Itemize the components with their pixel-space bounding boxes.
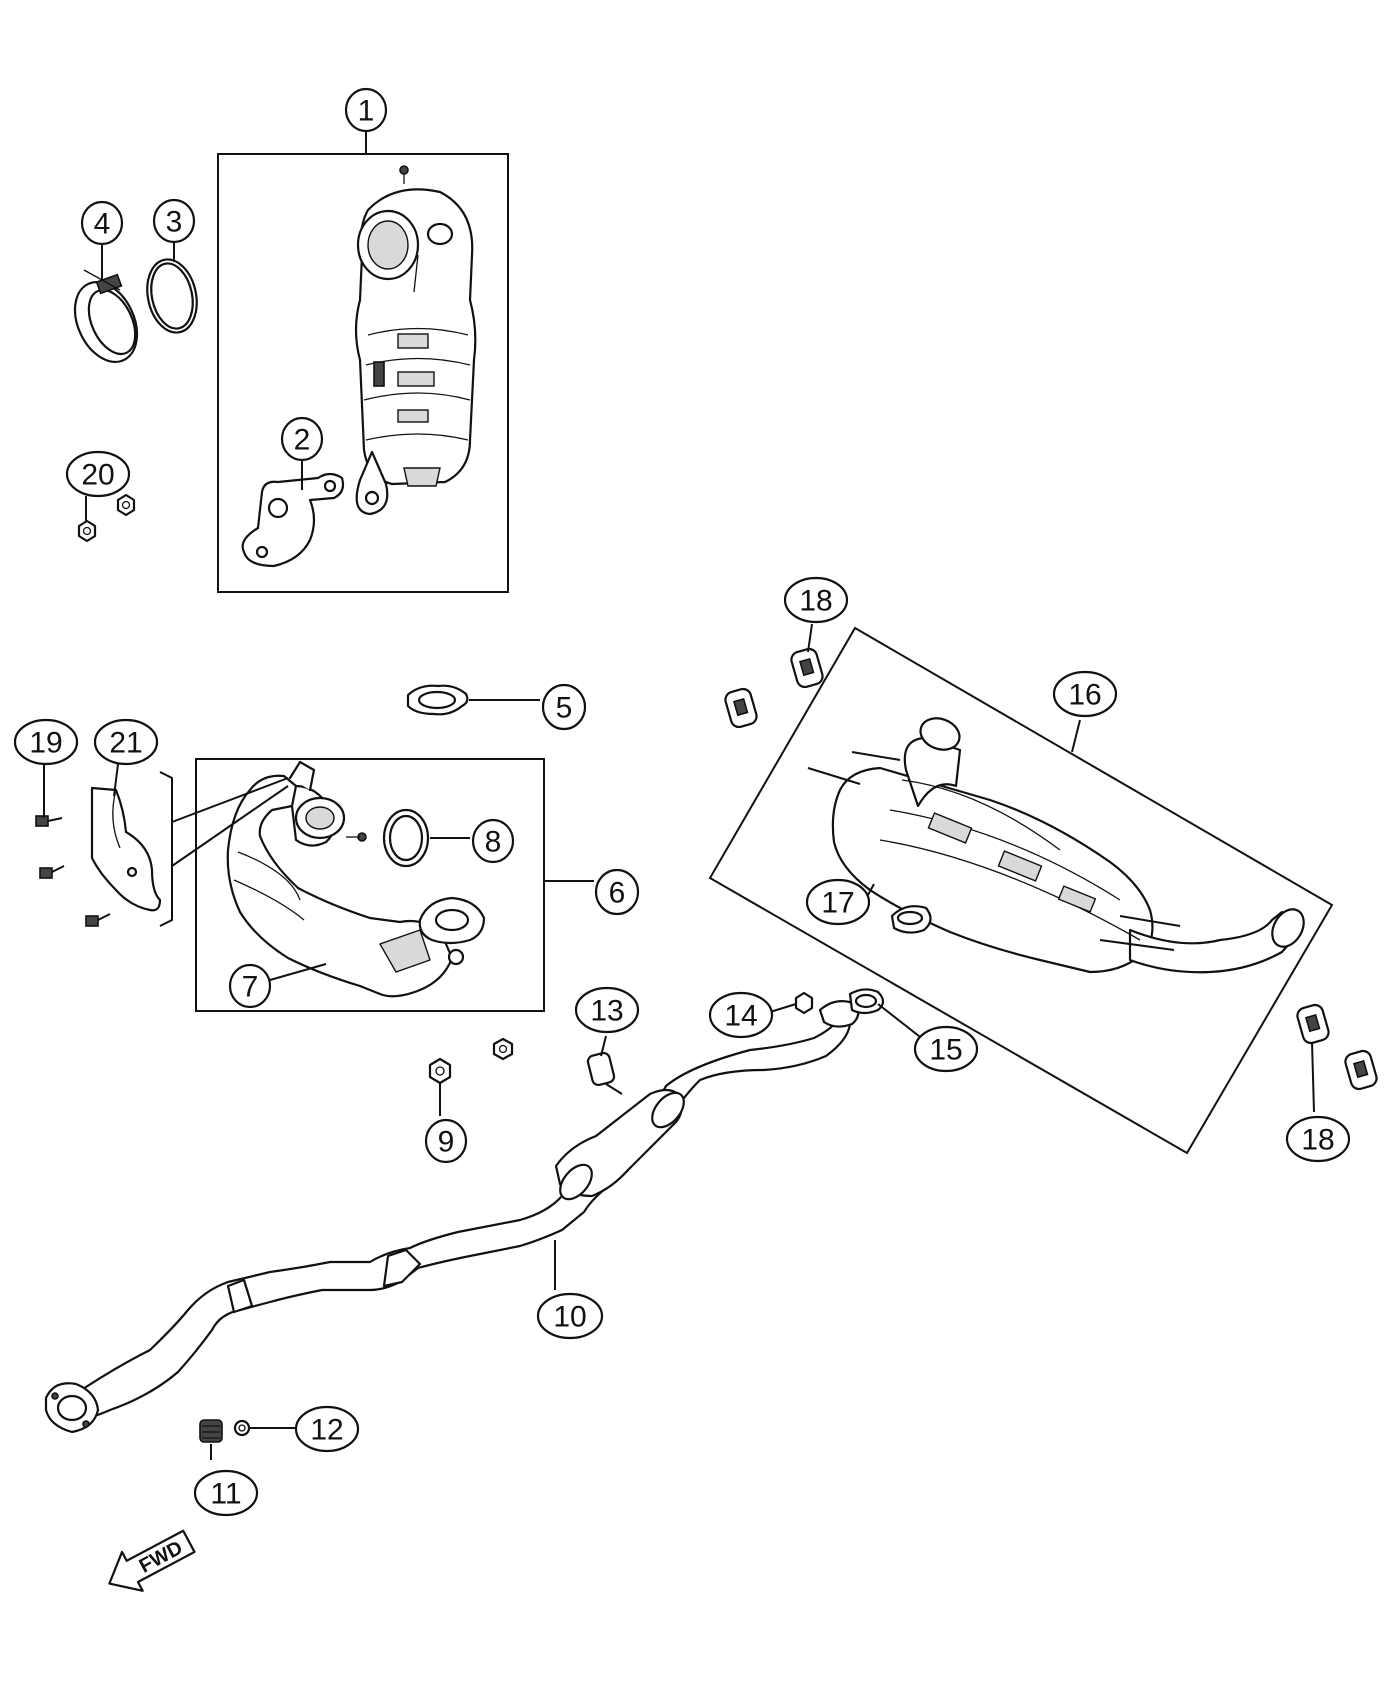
- hex-nut[interactable]: [492, 1037, 514, 1061]
- svg-text:2: 2: [294, 424, 311, 457]
- svg-text:13: 13: [590, 995, 623, 1028]
- svg-text:20: 20: [81, 459, 114, 492]
- svg-text:7: 7: [242, 971, 259, 1004]
- bolt[interactable]: [85, 913, 111, 927]
- front-exhaust-pipe[interactable]: [226, 760, 486, 998]
- bracket-bracket-line: [159, 771, 173, 927]
- svg-text:3: 3: [166, 206, 183, 239]
- muffler-isolator[interactable]: [724, 687, 759, 729]
- muffler-isolator[interactable]: [790, 647, 825, 689]
- svg-text:15: 15: [929, 1034, 962, 1067]
- svg-text:19: 19: [29, 727, 62, 760]
- converter-bracket[interactable]: [241, 472, 345, 568]
- bolt[interactable]: [39, 865, 65, 879]
- svg-text:21: 21: [109, 727, 142, 760]
- muffler-isolator[interactable]: [1296, 1003, 1331, 1045]
- callout-21: 21: [93, 718, 159, 766]
- svg-text:1: 1: [358, 95, 375, 128]
- hex-nut[interactable]: [428, 1057, 452, 1085]
- callout-11: 11: [193, 1469, 259, 1517]
- svg-text:9: 9: [438, 1126, 455, 1159]
- flange-gasket[interactable]: [406, 684, 469, 716]
- callout-20: 20: [65, 450, 131, 498]
- oxygen-sensor-bung[interactable]: [199, 1419, 223, 1443]
- callout-12: 12: [294, 1405, 360, 1453]
- hex-nut[interactable]: [77, 519, 97, 543]
- front-pipe-group-box: [195, 758, 545, 1012]
- callout-6: 6: [594, 868, 640, 916]
- hex-nut[interactable]: [116, 493, 136, 517]
- svg-text:17: 17: [821, 887, 854, 920]
- gasket-ring[interactable]: [141, 255, 203, 337]
- callout-18-top: 18: [783, 576, 849, 624]
- svg-text:18: 18: [1301, 1124, 1334, 1157]
- intermediate-pipe-with-resonator[interactable]: [44, 999, 860, 1434]
- seal-ring[interactable]: [382, 808, 430, 868]
- bracket-pointer-line-1: [171, 777, 289, 823]
- callout-8: 8: [471, 818, 515, 864]
- leader-lines: [43, 130, 1315, 1460]
- svg-text:12: 12: [310, 1414, 343, 1447]
- callout-7: 7: [228, 963, 272, 1009]
- svg-text:6: 6: [609, 877, 626, 910]
- bolt[interactable]: [35, 815, 63, 827]
- pipe-gasket[interactable]: [848, 988, 885, 1015]
- muffler-isolator[interactable]: [1344, 1049, 1379, 1091]
- heat-shield-bracket[interactable]: [90, 786, 162, 912]
- svg-text:10: 10: [553, 1301, 586, 1334]
- callout-18-bottom: 18: [1285, 1115, 1351, 1163]
- rubber-isolator[interactable]: [586, 1051, 623, 1095]
- callout-3: 3: [152, 198, 196, 244]
- catalytic-converter-group-box: [217, 153, 509, 593]
- callout-17: 17: [805, 878, 871, 926]
- callout-5: 5: [541, 683, 587, 731]
- svg-text:5: 5: [556, 692, 573, 725]
- muffler-group-box: [708, 626, 1334, 1155]
- flange-nut[interactable]: [794, 991, 814, 1015]
- callout-15: 15: [913, 1025, 979, 1073]
- muffler-assembly[interactable]: [807, 713, 1310, 974]
- svg-text:16: 16: [1068, 679, 1101, 712]
- svg-text:4: 4: [94, 208, 111, 241]
- plug[interactable]: [233, 1419, 251, 1437]
- callout-4: 4: [80, 200, 124, 246]
- band-clamp[interactable]: [63, 269, 149, 372]
- svg-text:8: 8: [485, 826, 502, 859]
- callout-16: 16: [1052, 670, 1118, 718]
- svg-text:11: 11: [210, 1478, 241, 1511]
- callout-10: 10: [536, 1292, 604, 1340]
- catalytic-converter[interactable]: [354, 165, 477, 516]
- callout-9: 9: [424, 1118, 468, 1164]
- callout-1: 1: [344, 87, 388, 133]
- callout-2: 2: [280, 416, 324, 462]
- bracket-pointer-line-2: [171, 785, 289, 867]
- forward-direction-arrow: FWD: [108, 1529, 196, 1592]
- callout-14: 14: [708, 991, 774, 1039]
- svg-text:18: 18: [799, 585, 832, 618]
- callout-19: 19: [13, 718, 79, 766]
- callout-13: 13: [574, 986, 640, 1034]
- svg-text:14: 14: [724, 1000, 757, 1033]
